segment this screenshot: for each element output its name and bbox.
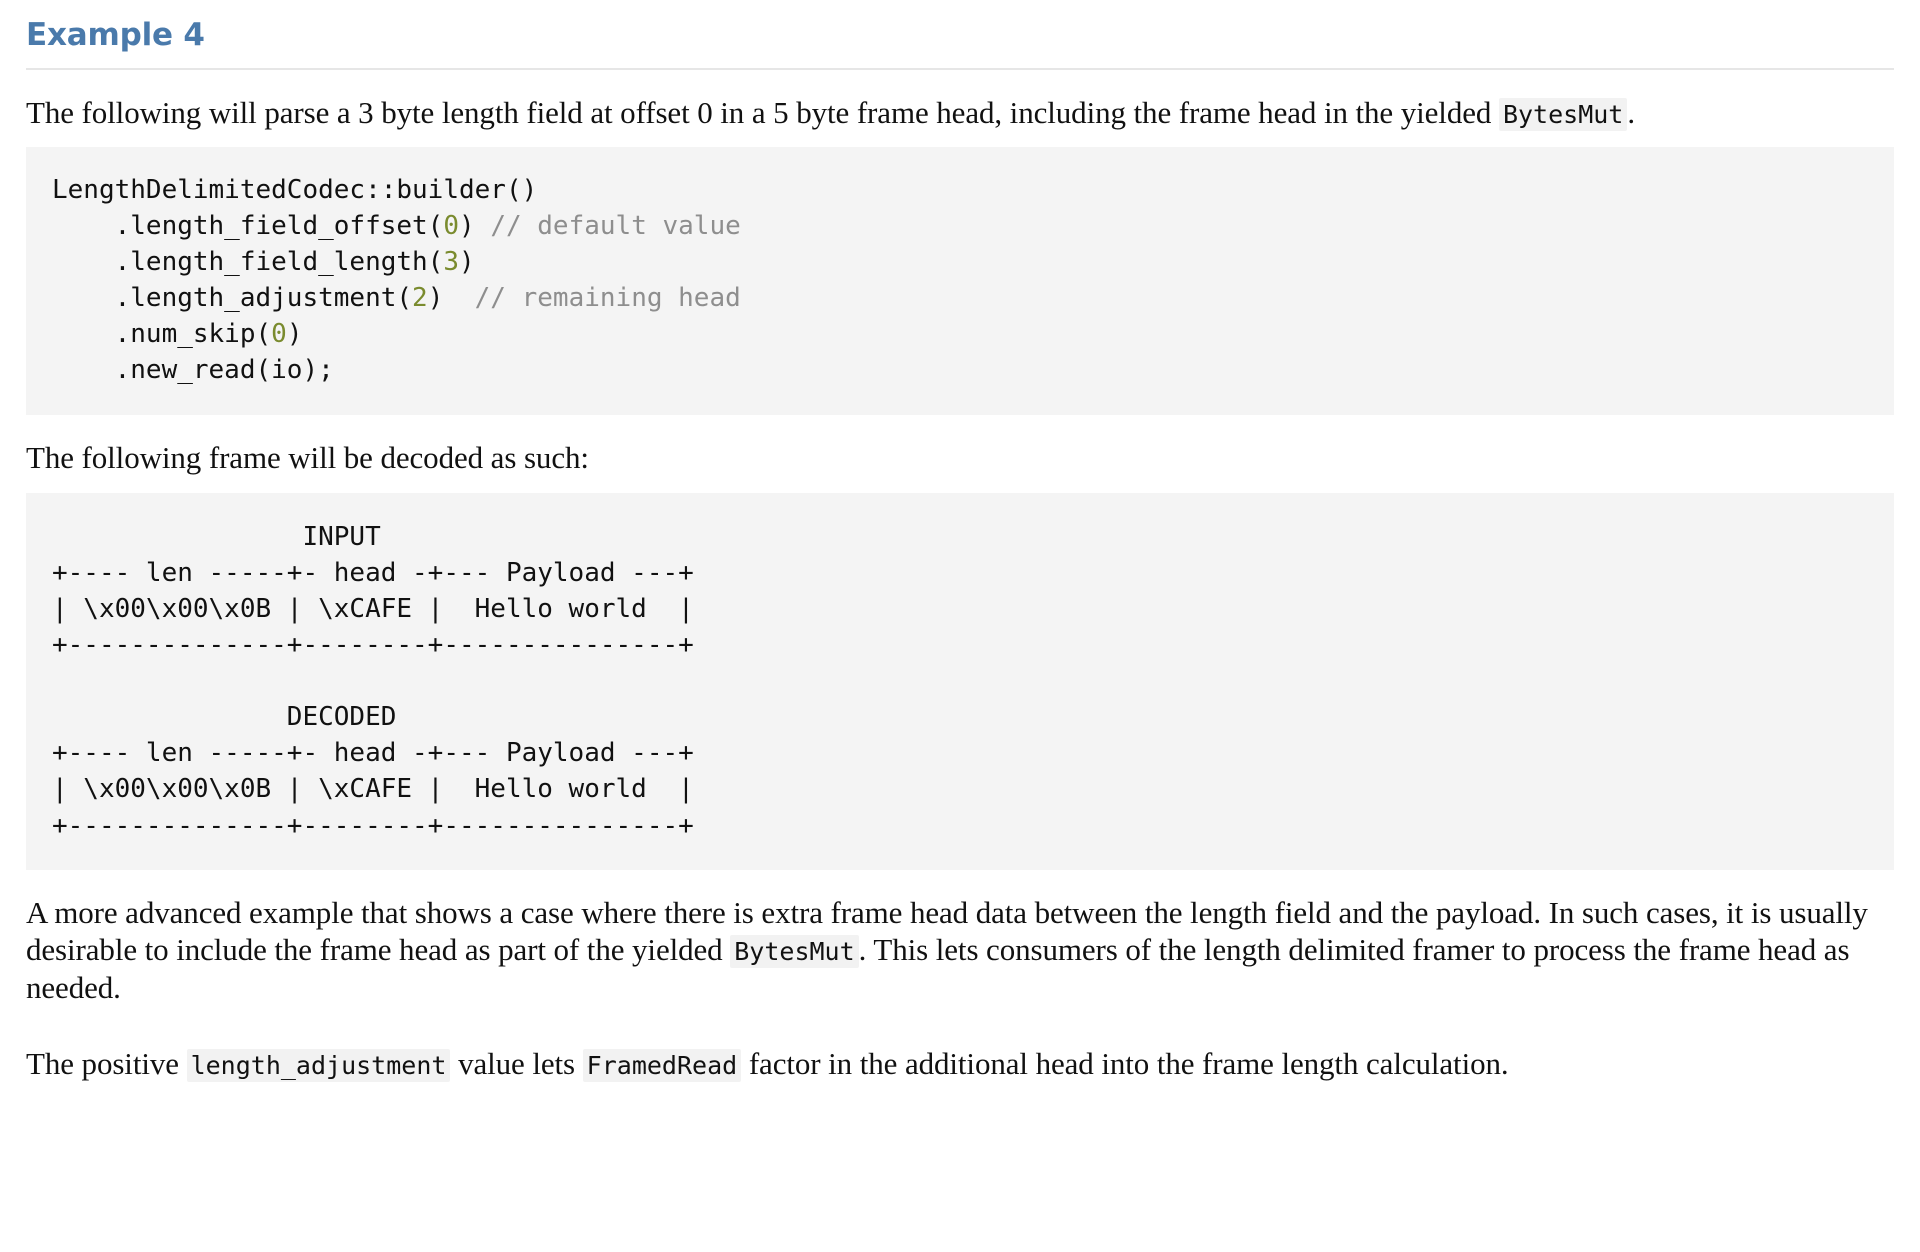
code-token-number: 3 xyxy=(443,247,459,278)
positive-paragraph: The positive length_adjustment value let… xyxy=(26,1023,1894,1099)
code-token: .length_field_length( xyxy=(52,247,444,278)
positive-text-part2: value lets xyxy=(450,1046,583,1082)
code-token: ) xyxy=(459,247,475,278)
positive-text-part3: factor in the additional head into the f… xyxy=(741,1046,1509,1082)
code-token: .new_read(io); xyxy=(52,354,334,385)
code-token: .num_skip( xyxy=(52,318,272,349)
code-token-comment: // remaining head xyxy=(474,283,741,314)
code-line-4: .length_adjustment(2) // remaining head xyxy=(52,283,741,313)
intro-paragraph: The following will parse a 3 byte length… xyxy=(26,70,1894,148)
intro-text-after: . xyxy=(1627,94,1636,130)
code-token: LengthDelimitedCodec::builder() xyxy=(52,175,538,206)
ascii-frame-diagram: INPUT +---- len -----+- head -+--- Paylo… xyxy=(26,492,1894,870)
document-page: Example 4 The following will parse a 3 b… xyxy=(26,17,1894,1099)
inline-code-bytesmut: BytesMut xyxy=(1498,97,1628,131)
code-token: .length_field_offset( xyxy=(52,211,444,242)
frame-paragraph: The following frame will be decoded as s… xyxy=(26,439,589,475)
code-block-builder: LengthDelimitedCodec::builder() .length_… xyxy=(26,147,1894,415)
code-line-3: .length_field_length(3) xyxy=(52,247,475,277)
inline-code-framedread: FramedRead xyxy=(582,1049,742,1083)
code-token: ) xyxy=(427,283,475,314)
heading-divider xyxy=(26,67,1894,70)
page-title: Example 4 xyxy=(26,17,205,53)
code-token: .length_adjustment( xyxy=(52,283,413,314)
code-line-2: .length_field_offset(0) // default value xyxy=(52,211,741,241)
code-token-number: 0 xyxy=(271,318,287,349)
code-token-comment: // default value xyxy=(490,211,741,242)
code-line-6: .new_read(io); xyxy=(52,355,334,385)
code-block-builder-content: LengthDelimitedCodec::builder() .length_… xyxy=(52,173,1868,388)
intro-text-before: The following will parse a 3 byte length… xyxy=(26,94,1499,130)
code-line-1: LengthDelimitedCodec::builder() xyxy=(52,175,537,205)
advanced-text-part2: . This lets consumers of the length deli… xyxy=(26,932,1850,1006)
positive-text-part1: The positive xyxy=(26,1046,187,1082)
advanced-text-part1: A more advanced example that shows a cas… xyxy=(26,894,1868,968)
ascii-frame-diagram-content: INPUT +---- len -----+- head -+--- Paylo… xyxy=(52,521,694,841)
code-token: ) xyxy=(459,211,491,242)
advanced-paragraph: A more advanced example that shows a cas… xyxy=(26,870,1894,1023)
code-token-number: 0 xyxy=(443,211,459,242)
inline-code-length-adjustment: length_adjustment xyxy=(186,1049,451,1083)
code-token-number: 2 xyxy=(412,283,428,314)
inline-code-bytesmut-2: BytesMut xyxy=(730,935,859,969)
code-line-5: .num_skip(0) xyxy=(52,318,303,349)
code-token: ) xyxy=(286,318,303,349)
